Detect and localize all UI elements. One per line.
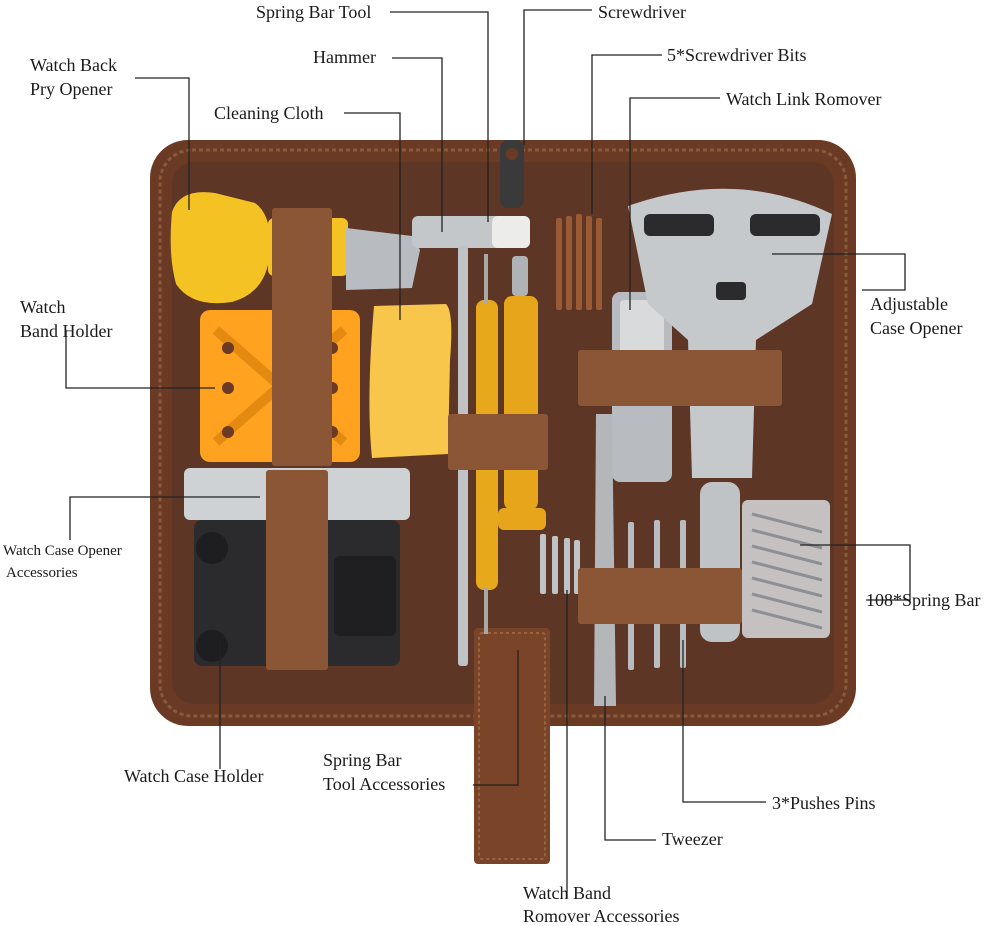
strap-right-bottom	[578, 568, 742, 624]
label-case-opener-line1: Adjustable	[870, 294, 948, 314]
strap-middle	[448, 414, 548, 470]
label-watch-back-line1: Watch Back	[30, 55, 118, 75]
label-tweezer: Tweezer	[662, 829, 723, 849]
label-case-opener-line2: Case Opener	[870, 318, 963, 338]
cleaning-cloth-icon	[369, 304, 452, 458]
label-hammer: Hammer	[313, 47, 376, 67]
screwdriver-bits-icon	[556, 214, 602, 310]
label-watch-back-line2: Pry Opener	[30, 79, 113, 99]
label-cleaning-cloth: Cleaning Cloth	[214, 103, 324, 123]
label-screwdriver: Screwdriver	[598, 2, 686, 22]
strap-left-bottom	[266, 470, 328, 670]
strap-right-top	[578, 350, 782, 406]
label-spring-bar-accessories-line2: Tool Accessories	[323, 774, 446, 794]
label-watch-case-holder: Watch Case Holder	[124, 766, 264, 786]
label-pushes-pins: 3*Pushes Pins	[772, 793, 876, 813]
leader-lines	[65, 9, 911, 898]
label-watch-link-remover: Watch Link Romover	[726, 89, 882, 109]
label-spring-bar-tool: Spring Bar Tool	[256, 2, 372, 22]
label-band-holder-line2: Band Holder	[20, 321, 113, 341]
label-opener-accessories-line1: Watch Case Opener	[3, 543, 122, 559]
pull-strap	[474, 628, 550, 864]
label-spring-bar-accessories-line1: Spring Bar	[323, 750, 402, 770]
label-spring-bars: 108*Spring Bar	[866, 590, 981, 610]
zipper-pull	[500, 140, 524, 208]
label-band-remover-line1: Watch Band	[523, 883, 612, 903]
strap-left-top	[272, 208, 332, 466]
band-remover-accessories-icon	[540, 534, 580, 594]
label-opener-accessories-line2: Accessories	[6, 565, 78, 581]
label-screwdriver-bits: 5*Screwdriver Bits	[667, 45, 807, 65]
label-band-remover-line2: Romover Accessories	[523, 906, 680, 926]
label-band-holder-line1: Watch	[20, 297, 66, 317]
spring-bars-icon	[742, 500, 830, 638]
tweezer-icon	[594, 414, 616, 706]
